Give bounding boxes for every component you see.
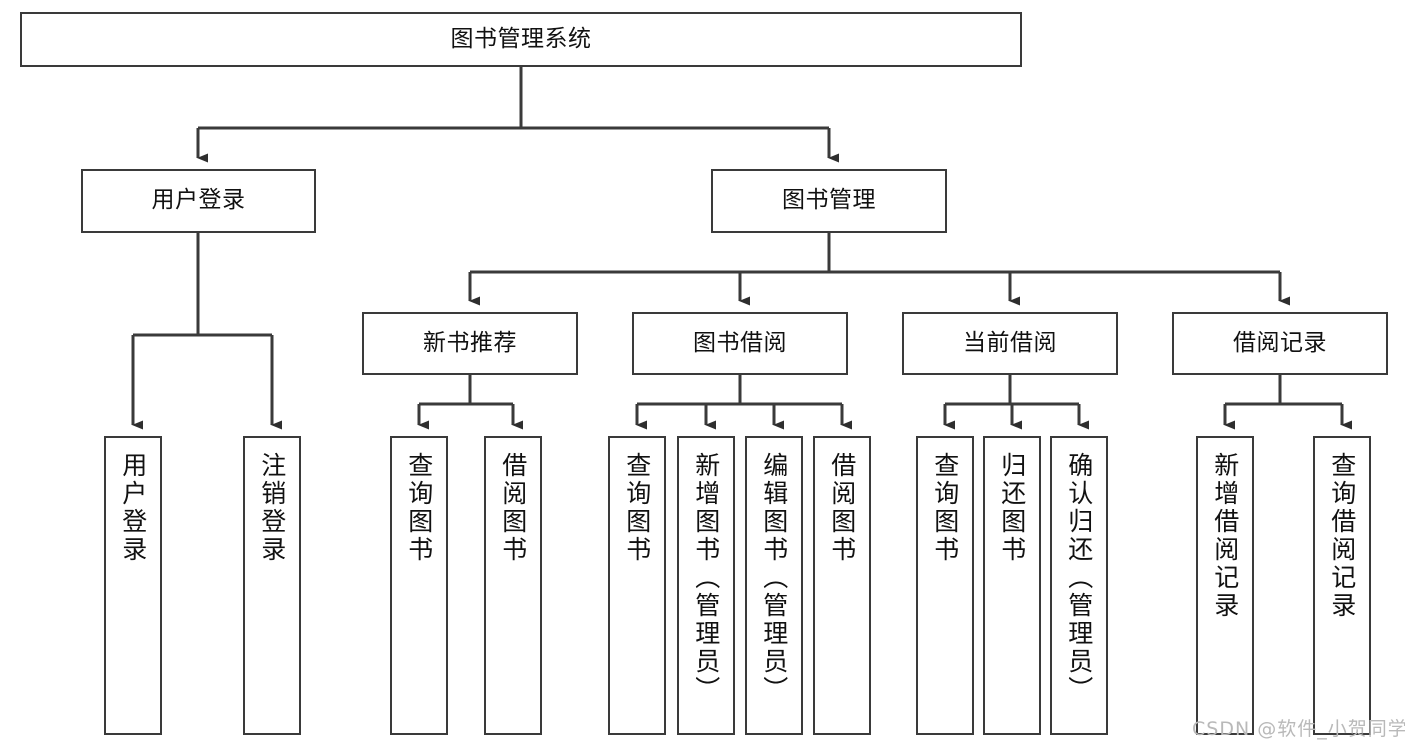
node-leaf-query-book-recommend[interactable]: 查询图书 [390, 436, 448, 735]
node-current-borrow[interactable]: 当前借阅 [902, 312, 1118, 375]
node-label: 注销登录 [257, 452, 287, 564]
node-leaf-confirm-return-admin[interactable]: 确认归还（管理员） [1050, 436, 1108, 735]
node-leaf-add-borrow-record[interactable]: 新增借阅记录 [1196, 436, 1254, 735]
node-leaf-query-book-borrow[interactable]: 查询图书 [608, 436, 666, 735]
node-leaf-return-book[interactable]: 归还图书 [983, 436, 1041, 735]
node-label: 用户登录 [151, 187, 246, 214]
node-label: 图书管理 [782, 187, 876, 214]
node-book-manage[interactable]: 图书管理 [711, 169, 947, 233]
node-label: 新书推荐 [423, 329, 517, 356]
node-root[interactable]: 图书管理系统 [20, 12, 1022, 67]
node-label: 图书管理系统 [450, 25, 592, 52]
node-leaf-borrow-book[interactable]: 借阅图书 [813, 436, 871, 735]
watermark: CSDN @软件_小贺同学 [1192, 718, 1405, 740]
node-user-login[interactable]: 用户登录 [81, 169, 316, 233]
node-label: 归还图书 [997, 452, 1027, 564]
node-label: 新增图书（管理员） [691, 452, 721, 704]
node-label: 借阅图书 [498, 452, 528, 564]
node-label: 编辑图书（管理员） [759, 452, 789, 704]
node-leaf-edit-book-admin[interactable]: 编辑图书（管理员） [745, 436, 803, 735]
node-label: 借阅记录 [1233, 329, 1327, 356]
node-label: 图书借阅 [693, 329, 787, 356]
node-new-book-recommend[interactable]: 新书推荐 [362, 312, 578, 375]
node-label: 查询图书 [930, 452, 960, 564]
node-label: 查询图书 [404, 452, 434, 564]
node-label: 查询图书 [622, 452, 652, 564]
node-leaf-query-borrow-record[interactable]: 查询借阅记录 [1313, 436, 1371, 735]
node-leaf-borrow-book-recommend[interactable]: 借阅图书 [484, 436, 542, 735]
node-label: 新增借阅记录 [1210, 452, 1240, 620]
node-label: 用户登录 [118, 452, 148, 564]
node-label: 借阅图书 [827, 452, 857, 564]
node-leaf-query-book-current[interactable]: 查询图书 [916, 436, 974, 735]
node-leaf-logout[interactable]: 注销登录 [243, 436, 301, 735]
node-book-borrow[interactable]: 图书借阅 [632, 312, 848, 375]
node-leaf-add-book-admin[interactable]: 新增图书（管理员） [677, 436, 735, 735]
node-label: 确认归还（管理员） [1064, 452, 1094, 704]
node-borrow-record[interactable]: 借阅记录 [1172, 312, 1388, 375]
node-label: 当前借阅 [963, 329, 1057, 356]
node-label: 查询借阅记录 [1327, 452, 1357, 620]
node-leaf-user-login[interactable]: 用户登录 [104, 436, 162, 735]
